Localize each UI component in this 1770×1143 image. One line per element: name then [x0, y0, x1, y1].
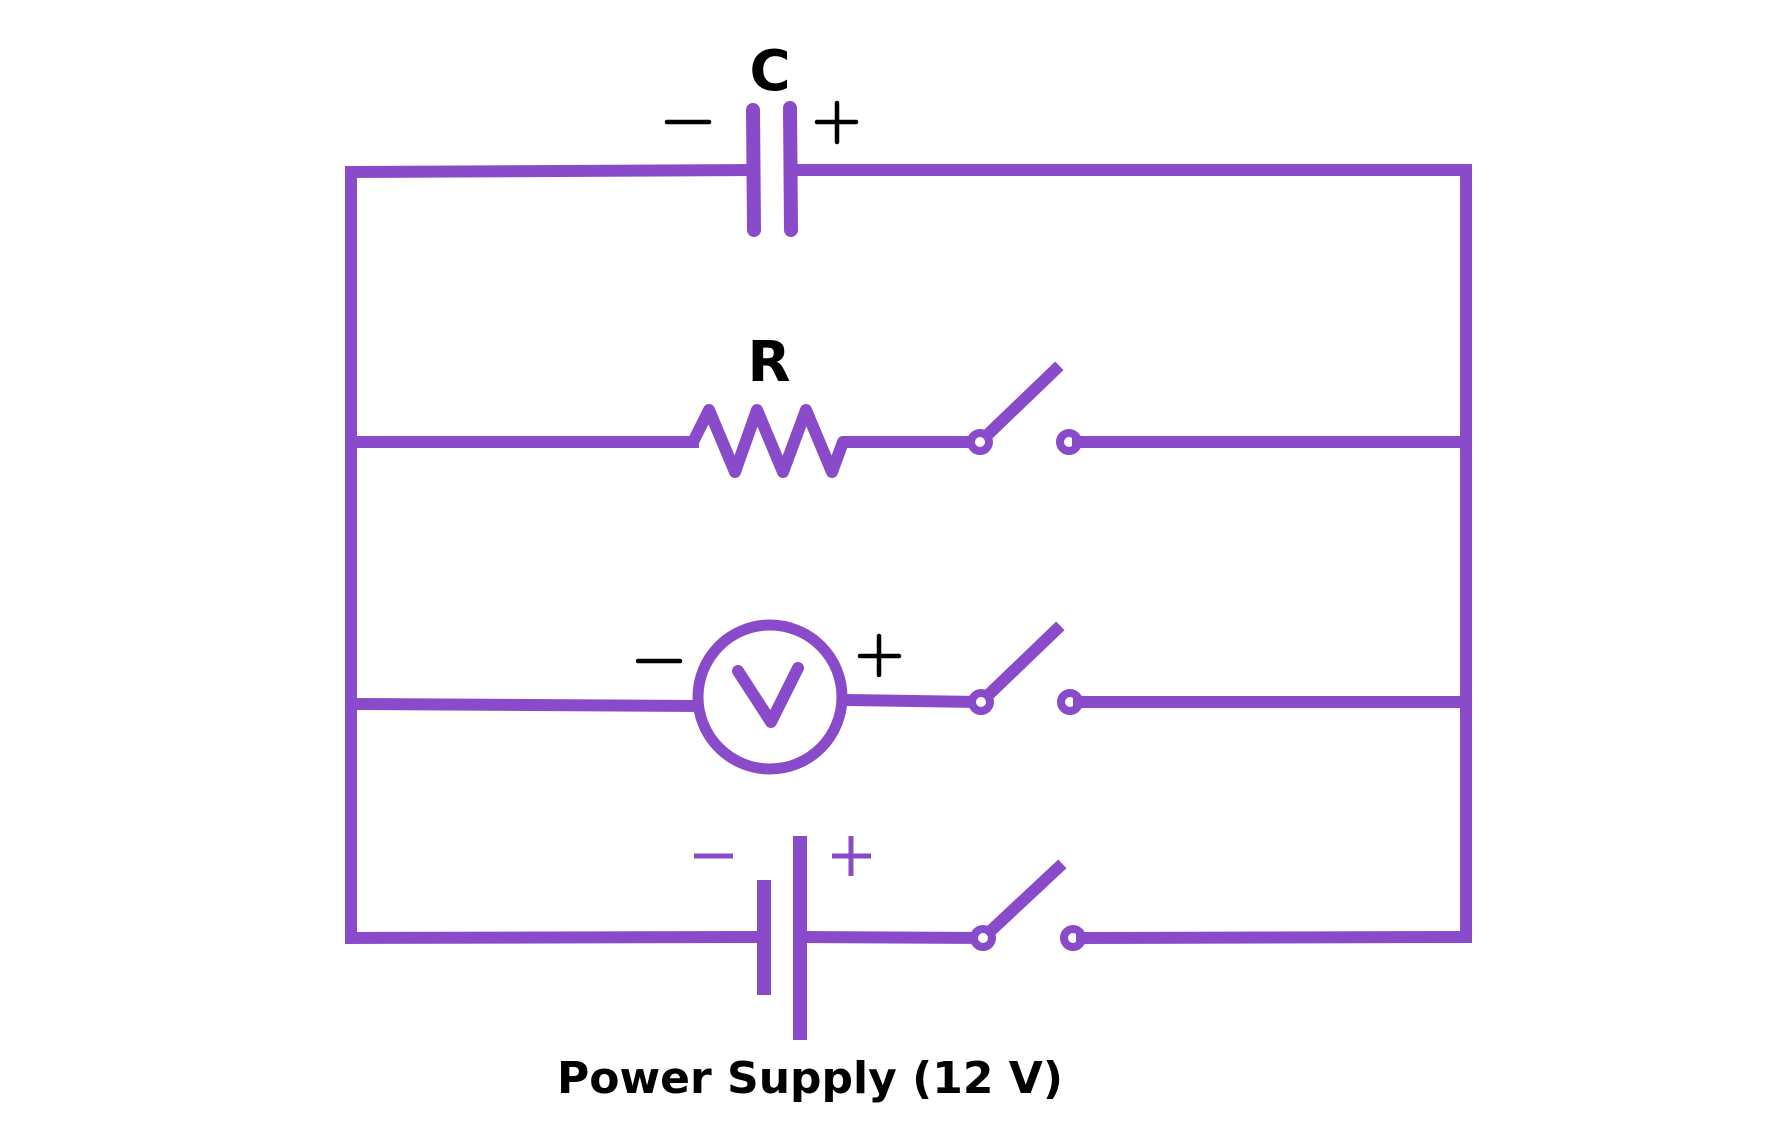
capacitor-positive-sign	[814, 100, 859, 145]
power-supply-branch: Power Supply (12 V)	[344, 836, 1473, 1104]
switch-lever[interactable]	[974, 859, 1067, 947]
power-supply-right-wire	[1075, 930, 1473, 945]
capacitor-positive-plate	[783, 101, 798, 237]
battery-positive-sign	[832, 836, 871, 876]
switch-resistor-branch[interactable]	[967, 361, 1082, 455]
capacitor-symbol	[746, 101, 798, 237]
capacitor-left-wire	[344, 163, 759, 179]
voltmeter-left-wire	[344, 697, 701, 713]
power-supply-left-wire	[344, 930, 771, 945]
resistor-symbol	[687, 404, 986, 478]
voltmeter-circle	[692, 619, 848, 775]
switch-lever[interactable]	[972, 621, 1065, 711]
power-supply-to-switch-wire	[793, 930, 990, 945]
voltmeter-to-switch-wire	[839, 693, 988, 709]
capacitor-label: C	[749, 39, 790, 104]
switch-voltmeter-branch[interactable]	[968, 621, 1083, 715]
switch-left-terminal	[968, 689, 994, 715]
voltmeter-branch	[344, 619, 1472, 775]
voltmeter-symbol	[692, 619, 848, 775]
capacitor-branch: C	[344, 39, 1472, 237]
voltmeter-v-glyph	[732, 662, 804, 728]
power-supply-label: Power Supply (12 V)	[557, 1053, 1063, 1104]
switch-left-terminal	[970, 925, 996, 951]
switch-left-terminal	[967, 429, 993, 455]
capacitor-negative-plate	[746, 103, 761, 237]
voltmeter-positive-sign	[857, 633, 902, 678]
switch-power-supply-branch[interactable]	[970, 859, 1086, 951]
switch-lever[interactable]	[971, 361, 1064, 451]
resistor-branch: R	[345, 330, 1472, 478]
resistor-label: R	[747, 330, 790, 395]
